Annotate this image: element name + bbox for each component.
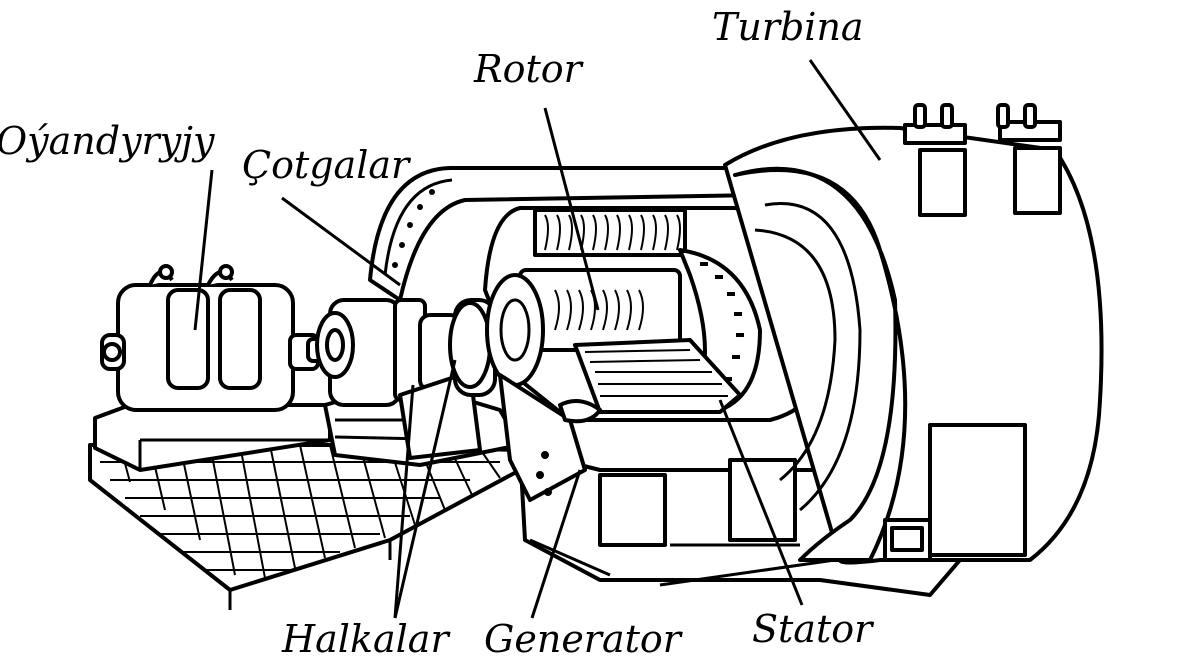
label-cotgalar: Çotgalar — [242, 143, 410, 187]
label-rotor: Rotor — [474, 47, 582, 91]
generator-housing — [368, 166, 962, 597]
leader-stator — [718, 399, 804, 606]
label-stator: Stator — [752, 607, 873, 651]
leader-halkalar-2 — [393, 359, 457, 619]
label-generator: Generator — [484, 617, 681, 661]
floor-grid — [88, 443, 522, 610]
leader-lines — [193, 59, 882, 619]
exciter-machine — [93, 264, 332, 472]
leader-halkalar-1 — [393, 384, 415, 619]
label-turbina: Turbina — [712, 5, 864, 49]
leader-oyandyryjy — [193, 169, 214, 331]
leader-turbina — [808, 59, 882, 161]
turbine — [723, 103, 1104, 565]
label-oyandyryjy: Oýandyryjy — [0, 119, 215, 163]
bearing-pedestal — [315, 298, 522, 467]
leader-rotor — [543, 107, 600, 311]
leader-cotgalar — [281, 196, 401, 287]
leader-generator — [530, 469, 582, 619]
label-halkalar: Halkalar — [282, 617, 449, 661]
